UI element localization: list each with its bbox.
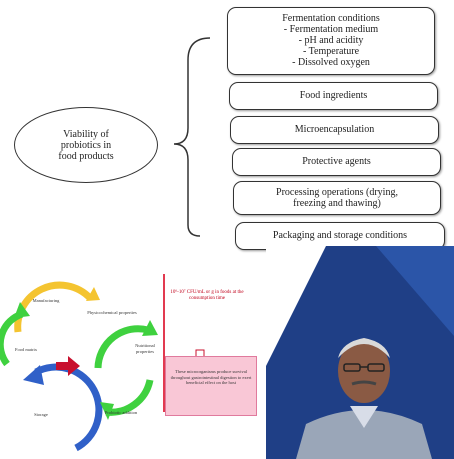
- red-divider: [163, 274, 165, 412]
- factor-food-ingredients: Food ingredients: [229, 82, 438, 110]
- factor-fermentation-oxygen: - Dissolved oxygen: [292, 57, 370, 68]
- factor-packaging-label: Packaging and storage conditions: [272, 230, 408, 241]
- factor-protective-agents: Protective agents: [232, 148, 441, 176]
- cycle-label-food-matrix: Food matrix: [14, 347, 38, 352]
- factor-fermentation-temperature: - Temperature: [302, 46, 360, 57]
- label-nutritional: Nutritional properties: [135, 343, 155, 354]
- presenter-illustration: [266, 246, 454, 459]
- viability-ellipse: Viability of probiotics in food products: [14, 107, 158, 183]
- label-probiotic-addition: Probiotic addition: [104, 410, 138, 415]
- viable-count-text: 10⁶-10⁷ CFU/mL or g in foods at the cons…: [170, 290, 244, 301]
- presenter-video: [266, 246, 454, 459]
- label-physicochemical: Physicochemical properties: [87, 310, 137, 315]
- factor-food-ingredients-label: Food ingredients: [299, 90, 368, 101]
- factor-microencapsulation: Microencapsulation: [230, 116, 439, 144]
- viability-line-2: probiotics in: [60, 139, 112, 151]
- factor-fermentation-medium: - Fermentation medium: [283, 24, 379, 35]
- factor-processing-line-1: Processing operations (drying,: [276, 187, 398, 198]
- viability-line-3: food products: [58, 150, 114, 162]
- factor-fermentation-ph: - pH and acidity: [298, 35, 364, 46]
- factor-microencapsulation-label: Microencapsulation: [294, 124, 375, 135]
- cycle-label-storage: Storage: [34, 412, 48, 417]
- cycle-label-manufacturing: Manufacturing: [32, 298, 60, 303]
- factor-fermentation-title: Fermentation conditions: [282, 13, 380, 24]
- benefit-text: These microorganisms produce survival th…: [170, 369, 252, 385]
- factor-packaging: Packaging and storage conditions: [235, 222, 445, 250]
- viability-line-1: Viability of: [63, 128, 109, 140]
- benefit-box: These microorganisms produce survival th…: [165, 356, 257, 416]
- factor-processing: Processing operations (drying, freezing …: [233, 181, 441, 215]
- factor-protective-agents-label: Protective agents: [302, 156, 371, 167]
- factor-fermentation: Fermentation conditions - Fermentation m…: [227, 7, 435, 75]
- factor-processing-line-2: freezing and thawing): [293, 198, 381, 209]
